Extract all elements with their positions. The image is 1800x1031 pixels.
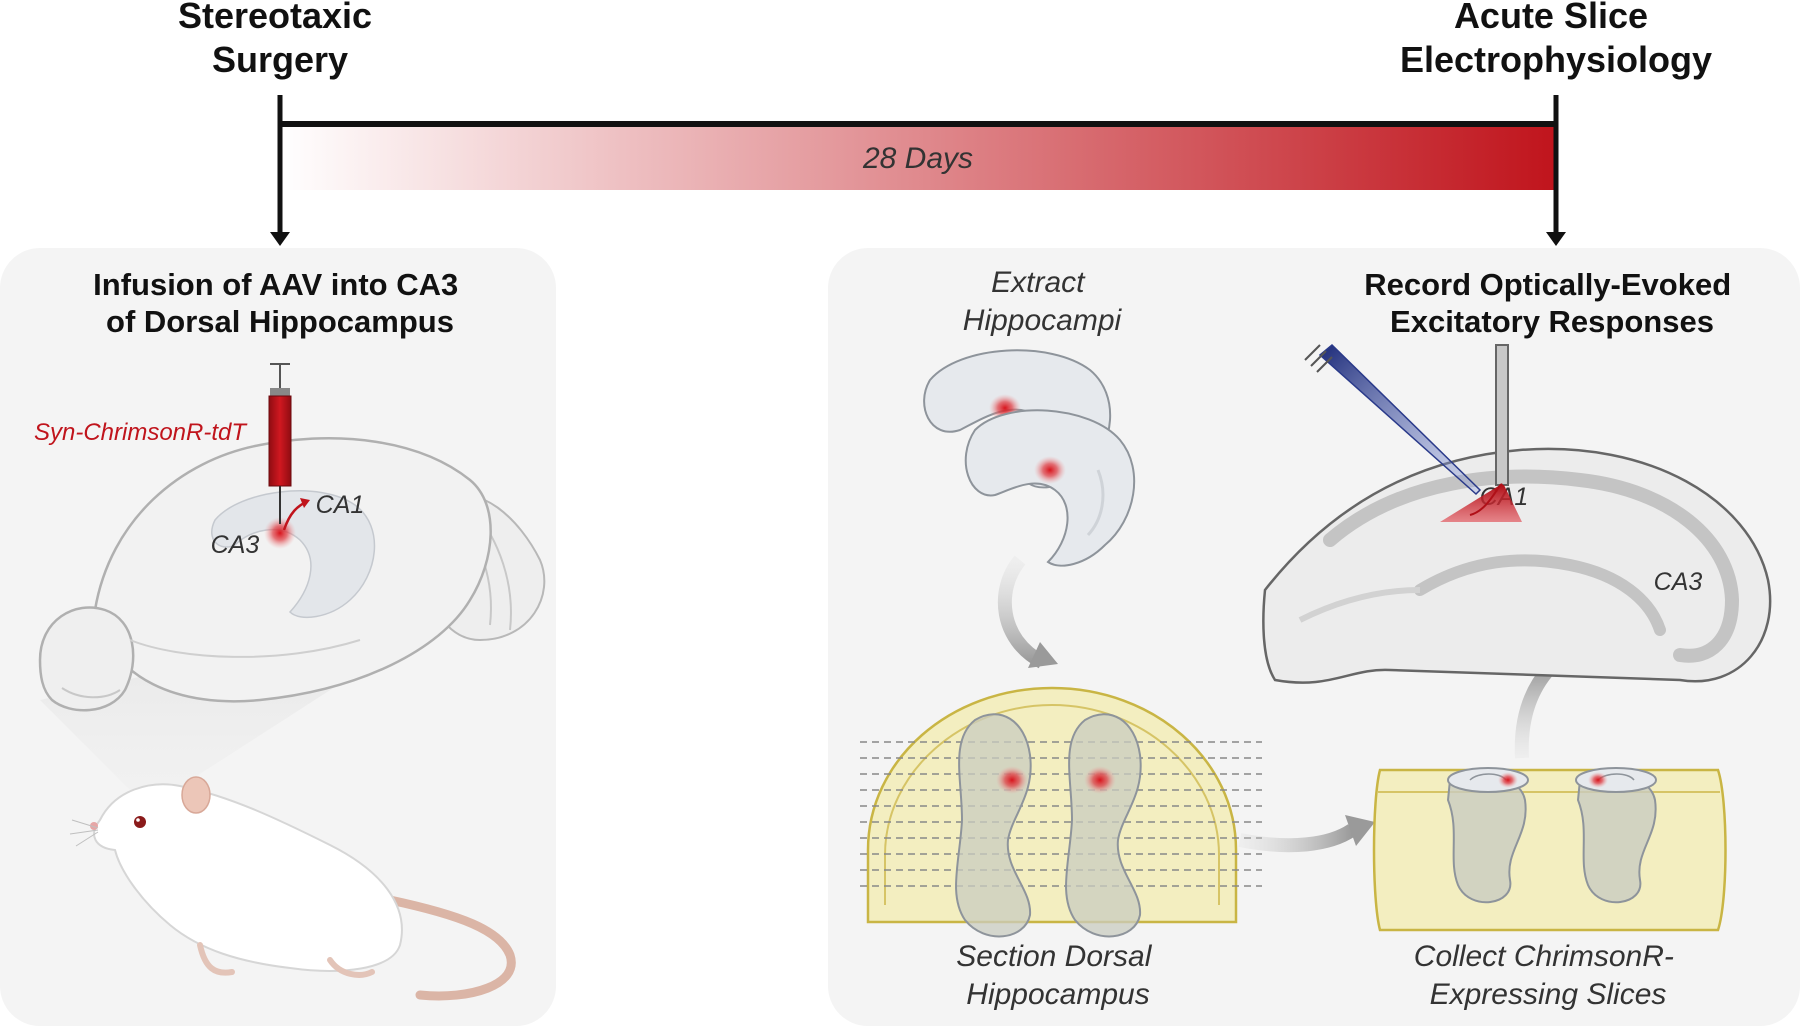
mouse-illustration [69, 776, 516, 1001]
timeline-duration-label: 28 Days [862, 142, 973, 175]
syringe [268, 363, 292, 524]
fiber-shaft [1495, 344, 1509, 486]
timeline-end-arrowhead [1546, 232, 1566, 246]
brain-cortex [93, 437, 492, 703]
syringe-barrel [268, 395, 292, 487]
hippocampus-front [964, 409, 1136, 567]
infusion-site [264, 517, 296, 549]
brain-ca3-label: CA3 [211, 531, 260, 559]
slice-dentate-band [1414, 554, 1666, 636]
brain-ca1-label: CA1 [316, 491, 365, 519]
timeline-end-label: Acute Slice Electrophysiology [1400, 0, 1712, 80]
mouse-nose [90, 822, 98, 830]
mouse-eye [134, 816, 146, 828]
mouse-tail [385, 895, 516, 1001]
light-cone [1440, 485, 1522, 522]
timeline: Stereotaxic Surgery Acute Slice Electrop… [178, 0, 1712, 246]
timeline-gradient-bar [280, 124, 1557, 190]
section-lines [860, 741, 1262, 887]
brain-hippocampus [211, 490, 376, 619]
slice-ca-band-outer [1323, 469, 1740, 663]
left-panel: Infusion of AAV into CA3 of Dorsal Hippo… [0, 248, 556, 1026]
electrode-pipette [1318, 343, 1482, 496]
section-hippocampus-right [1065, 713, 1142, 938]
record-title: Record Optically-Evoked Excitatory Respo… [1364, 267, 1740, 339]
mouse-whiskers [69, 819, 99, 847]
virus-label: Syn-ChrimsonR-tdT [34, 419, 248, 446]
arrow-section-to-collect [1238, 824, 1356, 853]
optical-fiber [1440, 344, 1522, 522]
right-panel: Extract Hippocampi [828, 248, 1800, 1026]
slice-expression-right [1588, 772, 1608, 788]
agar-block-sectioning [860, 686, 1262, 938]
extract-label: Extract Hippocampi [963, 266, 1123, 337]
collected-slices-block [1372, 767, 1727, 932]
timeline-start-label: Stereotaxic Surgery [178, 0, 382, 80]
slices-agar-block [1372, 768, 1727, 932]
arrow-extract-to-section [997, 555, 1046, 669]
section-infusion-right [1084, 766, 1116, 794]
extracted-hippocampi [923, 349, 1136, 567]
collect-label: Collect ChrimsonR- Expressing Slices [1414, 940, 1682, 1011]
timeline-start-arrowhead [270, 232, 290, 246]
slice-ca3-label: CA3 [1654, 568, 1703, 596]
section-infusion-left [996, 766, 1028, 794]
left-panel-title: Infusion of AAV into CA3 of Dorsal Hippo… [93, 267, 467, 339]
hippocampus-front-infusion [1034, 456, 1066, 484]
recording-electrode [1304, 343, 1482, 496]
brain-olfactory-bulb [38, 606, 135, 712]
slice-expression-left [1498, 772, 1518, 788]
section-label: Section Dorsal Hippocampus [956, 940, 1159, 1011]
mouse-brain-illustration: CA1 CA3 [38, 437, 546, 712]
mouse-ear [181, 776, 211, 814]
